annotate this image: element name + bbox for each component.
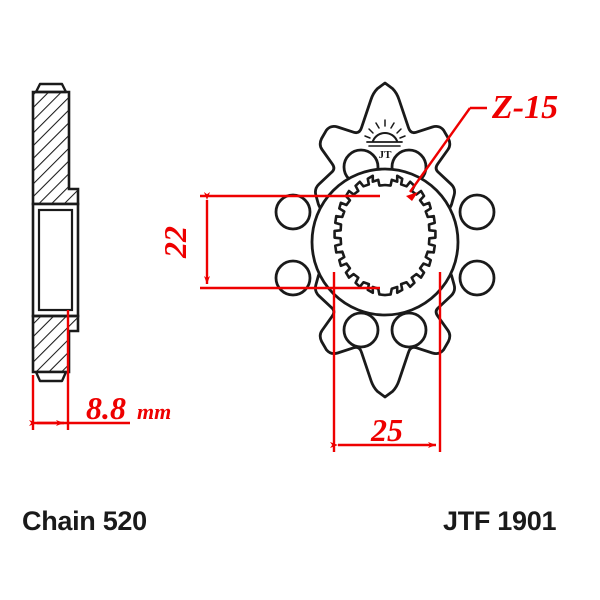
lightening-hole xyxy=(390,311,428,349)
lightening-hole xyxy=(274,193,312,231)
lightening-hole xyxy=(342,311,380,349)
chain-size-label: Chain 520 xyxy=(22,506,147,536)
lightening-hole xyxy=(458,259,496,297)
teeth-callout-text: Z-15 xyxy=(491,89,558,126)
dimension-22 xyxy=(200,192,380,290)
section-bore-opening-inner xyxy=(37,208,74,312)
part-number-label: JTF 1901 xyxy=(443,506,557,536)
jt-logo-letters: JT xyxy=(379,149,393,161)
dimension-annotations: 22 25 8.8 mm Z-15 xyxy=(29,89,558,452)
section-view xyxy=(31,82,80,383)
dimension-8-8mm xyxy=(29,310,130,430)
dimension-8-8-value-text: 8.8 xyxy=(86,390,126,426)
lightening-hole xyxy=(458,193,496,231)
dimension-22-text: 22 xyxy=(157,226,193,259)
jt-sunrise-logo: JT xyxy=(364,119,406,161)
front-view: JT xyxy=(274,81,496,399)
leader-line-z15 xyxy=(406,106,487,201)
splined-bore xyxy=(333,174,437,297)
dimension-8-8-unit-text: mm xyxy=(137,399,171,424)
section-lower-body xyxy=(33,316,78,372)
dimension-25-text: 25 xyxy=(370,412,403,448)
dimension-25 xyxy=(330,272,442,452)
section-upper-body xyxy=(33,92,78,204)
lightening-hole xyxy=(274,259,312,297)
section-bottom-tooth-tip xyxy=(34,370,68,383)
